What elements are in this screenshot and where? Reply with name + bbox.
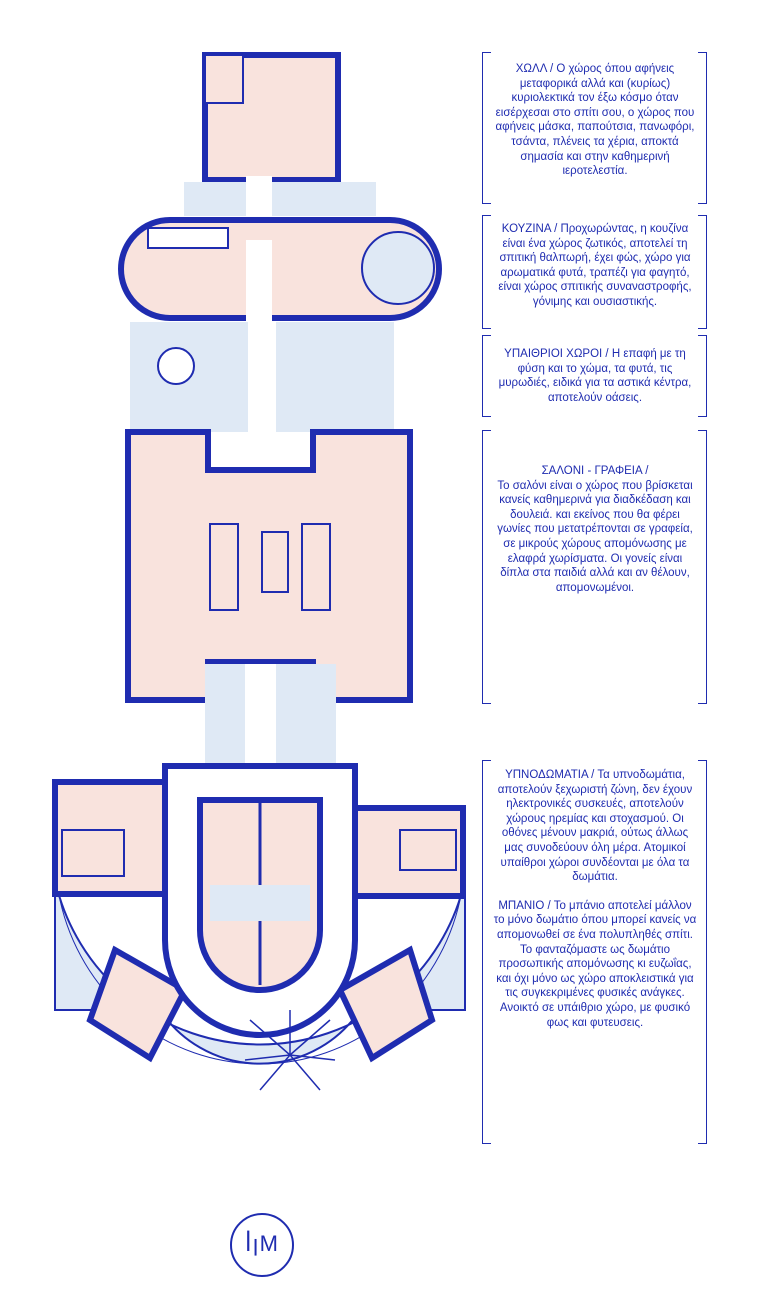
kitchen-tree-icon <box>361 231 435 305</box>
hall-bracket-right <box>698 52 707 204</box>
living-note: ΣΑΛΟΝΙ - ΓΡΑΦΕΙΑ / Το σαλόνι είναι ο χώρ… <box>492 464 698 595</box>
living-text: Το σαλόνι είναι ο χώρος που βρίσκεται κα… <box>497 479 693 594</box>
bedrooms-text: ΥΠΝΟΔΩΜΑΤΙΑ / Τα υπνοδωμάτια, αποτελούν … <box>497 769 693 884</box>
kitchen-bracket-right <box>698 215 707 329</box>
hall-text: ΧΩΛΛ / Ο χώρος όπου αφήνεις μεταφορικά α… <box>495 63 695 178</box>
plan-drawing <box>52 52 466 1091</box>
bedrooms-note: ΥΠΝΟΔΩΜΑΤΙΑ / Τα υπνοδωμάτια, αποτελούν … <box>492 768 698 1030</box>
hall-bracket-left <box>482 52 491 204</box>
hall-wc <box>204 54 244 104</box>
hall-entry-garden <box>184 182 376 216</box>
kitchen-corridor <box>246 240 272 322</box>
bedroom-bottom-right <box>336 945 436 1063</box>
bath-text: ΜΠΑΝΙΟ / Το μπάνιο αποτελεί μάλλον το μό… <box>493 899 697 1029</box>
living-room <box>125 429 413 703</box>
garden-corridor <box>248 322 276 472</box>
kitchen-note: ΚΟΥΖΙΝΑ / Προχωρώντας, η κουζίνα είναι έ… <box>492 222 698 310</box>
bedrooms-bracket-right <box>698 760 707 1144</box>
garden-right <box>276 322 394 432</box>
kitchen-bracket-left <box>482 215 491 329</box>
outdoor-bracket-left <box>482 335 491 417</box>
logo: ꟾꞁM <box>230 1213 294 1277</box>
bedroom-outer-arc <box>59 899 461 1065</box>
living-garden-left <box>205 664 245 764</box>
living-bracket-right <box>698 430 707 704</box>
outdoor-note: ΥΠΑΙΘΡΙΟΙ ΧΩΡΟΙ / Η επαφή με τη φύση και… <box>492 347 698 405</box>
sofa-left <box>209 523 239 611</box>
bed-left <box>61 829 125 877</box>
living-title: ΣΑΛΟΝΙ - ΓΡΑΦΕΙΑ / <box>541 465 649 477</box>
bedroom-left <box>52 779 178 897</box>
kitchen-text: ΚΟΥΖΙΝΑ / Προχωρώντας, η κουζίνα είναι έ… <box>498 223 692 308</box>
living-bracket-left <box>482 430 491 704</box>
bedroom-bottom-left <box>86 945 189 1063</box>
outdoor-bracket-right <box>698 335 707 417</box>
bathroom-planter <box>210 885 310 921</box>
sofa-right <box>301 523 331 611</box>
coffee-table <box>261 531 289 593</box>
living-corridor <box>245 664 276 774</box>
garden-table-icon <box>157 347 195 385</box>
hall-note: ΧΩΛΛ / Ο χώρος όπου αφήνεις μεταφορικά α… <box>492 62 698 179</box>
hall-corridor <box>246 176 272 224</box>
bedroom-right <box>342 805 466 899</box>
outdoor-text: ΥΠΑΙΘΡΙΟΙ ΧΩΡΟΙ / Η επαφή με τη φύση και… <box>498 348 692 404</box>
living-garden-right <box>276 664 336 764</box>
kitchen-counter <box>147 227 229 249</box>
bed-right <box>399 829 457 871</box>
bedrooms-bracket-left <box>482 760 491 1144</box>
palm-tree-icon <box>244 1010 336 1091</box>
